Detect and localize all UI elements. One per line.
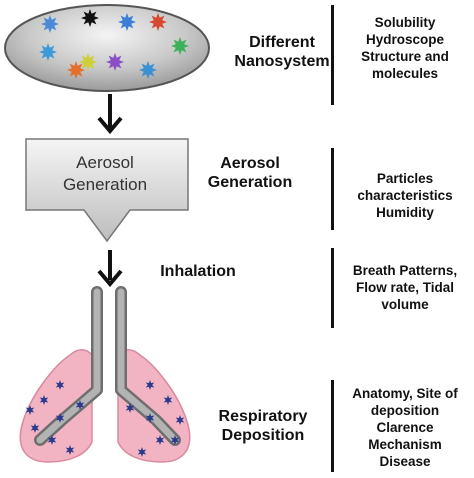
aerosol-box-line: Generation	[62, 175, 148, 194]
nanoparticle-core	[85, 13, 95, 23]
stage-line: Generation	[207, 174, 293, 191]
aerosol-generation-box	[25, 138, 189, 243]
factor-line: Humidity	[376, 205, 434, 220]
stage-line: Nanosystem	[234, 53, 330, 70]
down-arrow-2	[97, 250, 123, 288]
stage-label-aerosol: Aerosol Generation	[200, 154, 300, 192]
deposited-particle	[55, 413, 65, 423]
deposited-particle	[47, 435, 57, 445]
lungs-illustration	[19, 286, 191, 463]
deposited-particle	[55, 380, 65, 390]
nanoparticle-core	[83, 57, 93, 67]
divider-aerosol	[331, 148, 334, 230]
factor-line: deposition	[370, 403, 440, 418]
deposited-particle	[175, 415, 185, 425]
factor-line: Clarence	[376, 420, 434, 435]
right-lung	[117, 349, 191, 463]
factors-deposition: Anatomy, Site of deposition Clarence Mec…	[336, 385, 474, 470]
aerosol-box-line: Aerosol	[76, 153, 134, 172]
nanoparticle-core	[45, 19, 55, 29]
deposited-particle	[30, 423, 40, 433]
right-airway-inner	[117, 288, 179, 444]
factor-line: Particles	[376, 171, 434, 186]
deposited-particle	[137, 447, 147, 457]
factors-inhalation: Breath Patterns, Flow rate, Tidal volume	[336, 262, 474, 313]
factor-line: Hydroscope	[365, 32, 445, 47]
stage-line: Respiratory	[218, 408, 308, 425]
factor-line: Anatomy, Site of	[352, 386, 458, 401]
stage-label-nanosystem: Different Nanosystem	[222, 33, 342, 71]
factor-line: molecules	[371, 66, 439, 81]
factor-line: Flow rate, Tidal	[355, 280, 455, 295]
divider-nanosystem	[331, 5, 334, 105]
divider-inhalation	[331, 248, 334, 328]
deposited-particle	[163, 395, 173, 405]
stage-label-inhalation: Inhalation	[148, 262, 248, 281]
down-arrow-1	[97, 94, 123, 135]
deposited-particle	[145, 380, 155, 390]
factors-aerosol: Particles characteristics Humidity	[336, 170, 474, 221]
deposited-particles	[25, 380, 185, 457]
aerosol-box-label: Aerosol Generation	[40, 152, 170, 196]
factor-line: volume	[381, 297, 429, 312]
factor-line: Disease	[379, 454, 431, 469]
factor-line: Solubility	[374, 15, 436, 30]
deposited-particle	[25, 405, 35, 415]
stage-line: Inhalation	[160, 263, 236, 280]
stage-label-deposition: Respiratory Deposition	[208, 407, 318, 445]
stage-line: Aerosol	[220, 155, 280, 172]
nanoparticle-core	[175, 41, 185, 51]
deposited-particle	[155, 435, 165, 445]
deposited-particle	[125, 403, 135, 413]
divider-deposition	[331, 380, 334, 472]
deposited-particle	[170, 435, 180, 445]
nanoparticle-core	[71, 65, 81, 75]
nanoparticle-core	[122, 17, 132, 27]
factor-line: Structure and	[361, 49, 449, 64]
nanoparticle-core	[43, 47, 53, 57]
stage-line: Different	[249, 34, 315, 51]
deposited-particle	[65, 445, 75, 455]
factors-nanosystem: Solubility Hydroscope Structure and mole…	[336, 14, 474, 82]
factor-line: Mechanism	[368, 437, 442, 452]
factor-line: Breath Patterns,	[352, 263, 458, 278]
stage-line: Deposition	[221, 427, 305, 444]
factor-line: characteristics	[357, 188, 453, 203]
deposited-particle	[39, 395, 49, 405]
deposited-particle	[75, 400, 85, 410]
nanoparticle-group	[39, 9, 189, 79]
nanoparticle-core	[110, 57, 120, 67]
nanoparticle-core	[143, 65, 153, 75]
nanoparticle-core	[153, 17, 163, 27]
deposited-particle	[145, 413, 155, 423]
